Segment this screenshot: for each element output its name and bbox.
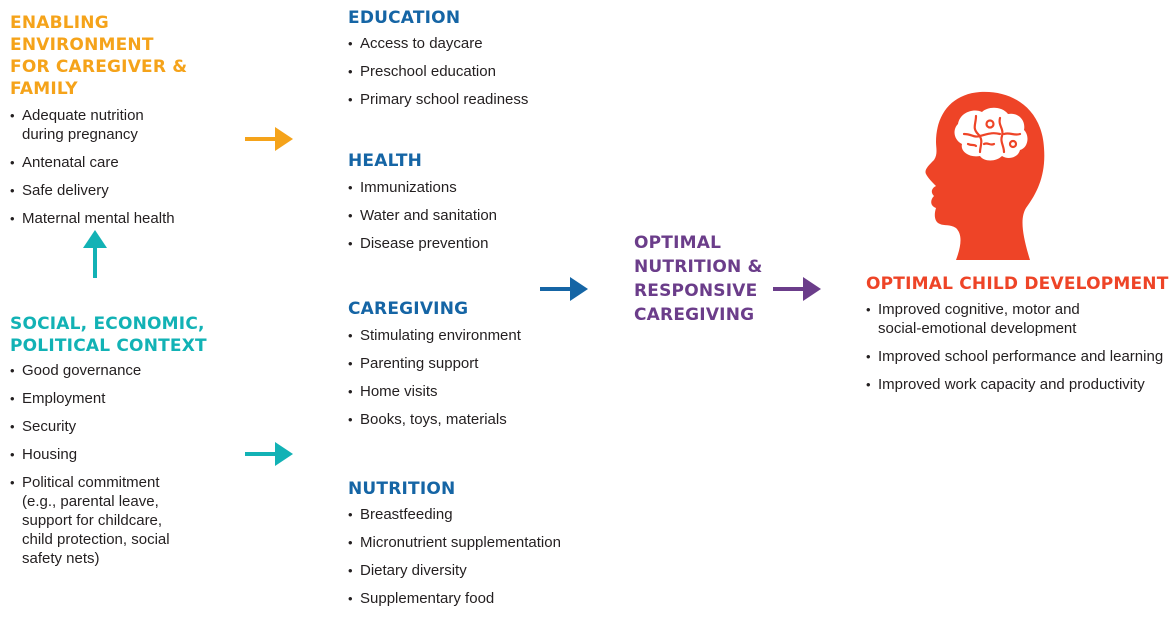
list-item-text: Supplementary food — [360, 590, 495, 607]
list-item: Access to daycare — [348, 34, 588, 53]
education-group: EDUCATION Access to daycare Preschool ed… — [348, 7, 588, 118]
social-context-title: SOCIAL, ECONOMIC, POLITICAL CONTEXT — [10, 313, 245, 357]
list-item: Breastfeeding — [348, 505, 588, 524]
optimal-child-development-title: OPTIMAL CHILD DEVELOPMENT — [866, 274, 1169, 294]
center-title-line-2: NUTRITION & — [634, 257, 763, 277]
list-item-text: Antenatal care — [22, 154, 119, 171]
list-item: Security — [10, 417, 245, 436]
list-item: Primary school readiness — [348, 90, 588, 109]
enabling-environment-group: ENABLING ENVIRONMENT FOR CAREGIVER & FAM… — [10, 12, 245, 237]
list-item-text: Safe delivery — [22, 182, 109, 199]
nutrition-group: NUTRITION Breastfeeding Micronutrient su… — [348, 478, 588, 617]
list-item-text: social-emotional development — [878, 320, 1077, 337]
social-title-line-1: SOCIAL, ECONOMIC, — [10, 314, 205, 334]
list-item: Safe delivery — [10, 181, 245, 200]
list-item-text: Water and sanitation — [360, 207, 498, 224]
optimal-nutrition-caregiving-group: OPTIMAL NUTRITION & RESPONSIVE CAREGIVIN… — [634, 231, 784, 327]
list-item-text: Dietary diversity — [360, 562, 467, 579]
enabling-title-line-2: FOR CAREGIVER & FAMILY — [10, 57, 188, 99]
caregiving-group: CAREGIVING Stimulating environment Paren… — [348, 298, 588, 438]
list-item-text: Micronutrient supplementation — [360, 534, 561, 551]
list-item-text: Improved work capacity and productivity — [878, 376, 1145, 393]
list-item-text: safety nets) — [22, 550, 100, 567]
right-arrow-icon — [245, 127, 293, 151]
list-item-text: Good governance — [22, 362, 142, 379]
health-group: HEALTH Immunizations Water and sanitatio… — [348, 150, 588, 262]
list-item-text: Parenting support — [360, 355, 479, 372]
list-item: Water and sanitation — [348, 206, 588, 225]
up-arrow-icon — [83, 230, 107, 278]
list-item-text: Adequate nutrition — [22, 107, 144, 124]
center-title-line-4: CAREGIVING — [634, 305, 755, 325]
enabling-environment-list: Adequate nutrition during pregnancy Ante… — [10, 106, 245, 228]
list-item: Employment — [10, 389, 245, 408]
list-item: Improved cognitive, motor and social-emo… — [866, 300, 1171, 338]
social-context-list: Good governance Employment Security Hous… — [10, 361, 245, 568]
center-title-line-3: RESPONSIVE — [634, 281, 758, 301]
list-item-text: Preschool education — [360, 63, 496, 80]
list-item-text: child protection, social — [22, 531, 170, 548]
nutrition-title: NUTRITION — [348, 479, 456, 499]
list-item-text: Primary school readiness — [360, 91, 529, 108]
list-item-text: Disease prevention — [360, 235, 489, 252]
child-head-brain-puzzle-icon — [925, 91, 1045, 261]
list-item: Dietary diversity — [348, 561, 588, 580]
list-item-text: Access to daycare — [360, 35, 483, 52]
list-item-text: Improved school performance and learning — [878, 348, 1164, 365]
list-item-text: Political commitment — [22, 474, 160, 491]
list-item-text: Improved cognitive, motor and — [878, 301, 1080, 318]
list-item: Home visits — [348, 382, 588, 401]
list-item-text: Breastfeeding — [360, 506, 453, 523]
right-arrow-icon — [773, 277, 821, 301]
social-title-line-2: POLITICAL CONTEXT — [10, 336, 207, 356]
list-item-text: Home visits — [360, 383, 438, 400]
center-title-line-1: OPTIMAL — [634, 233, 722, 253]
social-context-group: SOCIAL, ECONOMIC, POLITICAL CONTEXT Good… — [10, 313, 245, 577]
list-item: Maternal mental health — [10, 209, 245, 228]
optimal-child-development-list: Improved cognitive, motor and social-emo… — [866, 300, 1171, 394]
right-arrow-icon — [245, 442, 293, 466]
enabling-title-line-1: ENABLING ENVIRONMENT — [10, 13, 154, 55]
list-item: Improved school performance and learning — [866, 347, 1171, 366]
list-item-text: (e.g., parental leave, — [22, 493, 159, 510]
list-item: Improved work capacity and productivity — [866, 375, 1171, 394]
list-item: Good governance — [10, 361, 245, 380]
optimal-child-development-group: OPTIMAL CHILD DEVELOPMENT Improved cogni… — [866, 273, 1171, 403]
health-list: Immunizations Water and sanitation Disea… — [348, 178, 588, 253]
list-item: Antenatal care — [10, 153, 245, 172]
list-item: Supplementary food — [348, 589, 588, 608]
list-item: Immunizations — [348, 178, 588, 197]
list-item: Housing — [10, 445, 245, 464]
caregiving-title: CAREGIVING — [348, 299, 469, 319]
list-item: Disease prevention — [348, 234, 588, 253]
education-title: EDUCATION — [348, 8, 461, 28]
list-item-text: during pregnancy — [22, 126, 138, 143]
list-item: Stimulating environment — [348, 326, 588, 345]
optimal-nutrition-caregiving-title: OPTIMAL NUTRITION & RESPONSIVE CAREGIVIN… — [634, 231, 784, 327]
list-item-text: Maternal mental health — [22, 210, 175, 227]
list-item: Adequate nutrition during pregnancy — [10, 106, 245, 144]
health-title: HEALTH — [348, 151, 423, 171]
list-item-text: Housing — [22, 446, 78, 463]
list-item-text: Stimulating environment — [360, 327, 521, 344]
list-item: Micronutrient supplementation — [348, 533, 588, 552]
education-list: Access to daycare Preschool education Pr… — [348, 34, 588, 109]
nutrition-list: Breastfeeding Micronutrient supplementat… — [348, 505, 588, 608]
list-item: Parenting support — [348, 354, 588, 373]
list-item-text: support for childcare, — [22, 512, 163, 529]
list-item: Books, toys, materials — [348, 410, 588, 429]
list-item-text: Books, toys, materials — [360, 411, 507, 428]
list-item-text: Employment — [22, 390, 106, 407]
list-item-text: Security — [22, 418, 77, 435]
list-item: Political commitment (e.g., parental lea… — [10, 473, 245, 568]
right-arrow-icon — [540, 277, 588, 301]
enabling-environment-title: ENABLING ENVIRONMENT FOR CAREGIVER & FAM… — [10, 12, 245, 100]
list-item: Preschool education — [348, 62, 588, 81]
caregiving-list: Stimulating environment Parenting suppor… — [348, 326, 588, 429]
list-item-text: Immunizations — [360, 179, 457, 196]
